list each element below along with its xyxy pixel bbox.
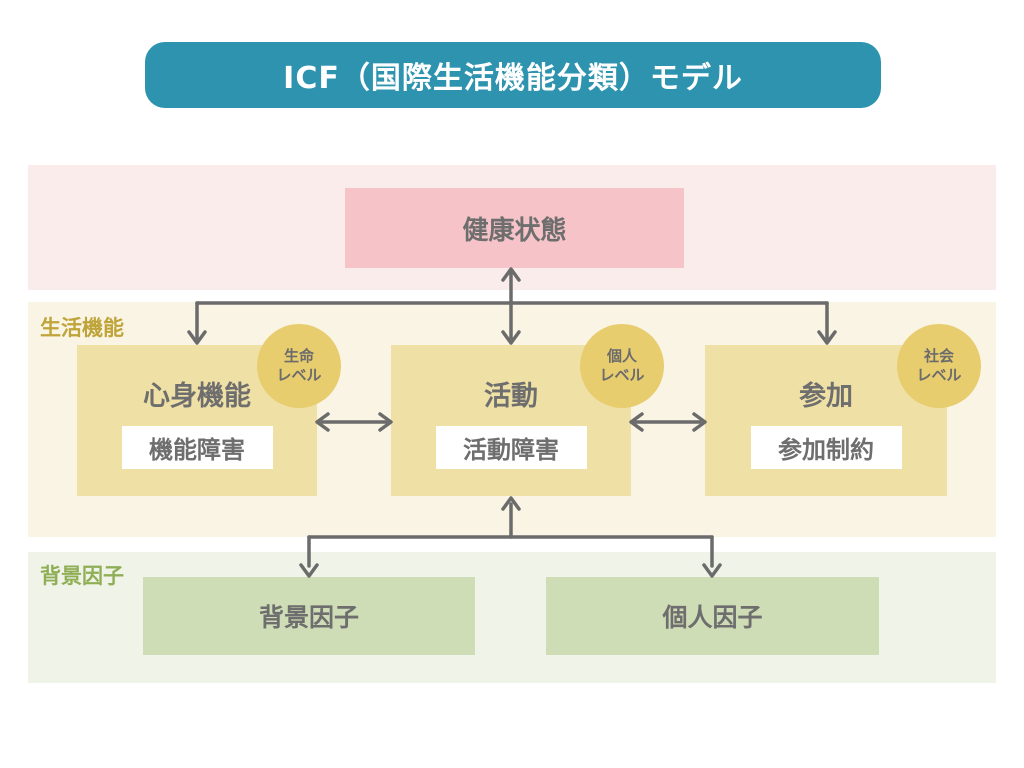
- individual-level-badge: 個人 レベル: [580, 324, 664, 408]
- life-level-line1: 生命: [283, 346, 314, 365]
- body-functions-label: 心身機能: [143, 381, 251, 412]
- participation-box: 参加 参加制約: [705, 345, 947, 496]
- background-factors-label: 背景因子: [258, 603, 359, 632]
- background-factors-band-label: 背景因子: [40, 564, 124, 588]
- impairment-label: 機能障害: [149, 436, 245, 464]
- background-factors-box: 背景因子: [143, 577, 475, 655]
- diagram-title: ICF（国際生活機能分類）モデル: [145, 42, 881, 108]
- health-state-label: 健康状態: [462, 215, 567, 246]
- life-level-badge: 生命 レベル: [257, 324, 341, 408]
- life-level-line2: レベル: [276, 366, 322, 384]
- personal-factors-box: 個人因子: [546, 577, 879, 655]
- participation-label: 参加: [799, 381, 853, 412]
- health-state-box: 健康状態: [345, 188, 684, 268]
- impairment-box: 機能障害: [121, 426, 273, 469]
- personal-factors-label: 個人因子: [662, 603, 763, 632]
- society-level-line1: 社会: [923, 346, 954, 365]
- individual-level-line1: 個人: [606, 346, 637, 365]
- diagram-title-text: ICF（国際生活機能分類）モデル: [283, 61, 743, 96]
- activity-limitation-box: 活動障害: [435, 426, 587, 469]
- individual-level-line2: レベル: [599, 366, 645, 384]
- society-level-line2: レベル: [916, 366, 962, 384]
- activity-limitation-label: 活動障害: [463, 436, 559, 464]
- society-level-badge: 社会 レベル: [897, 324, 981, 408]
- participation-restriction-label: 参加制約: [778, 436, 874, 464]
- activity-label: 活動: [484, 381, 538, 412]
- life-functions-band-label: 生活機能: [40, 316, 124, 340]
- participation-restriction-box: 参加制約: [750, 426, 902, 469]
